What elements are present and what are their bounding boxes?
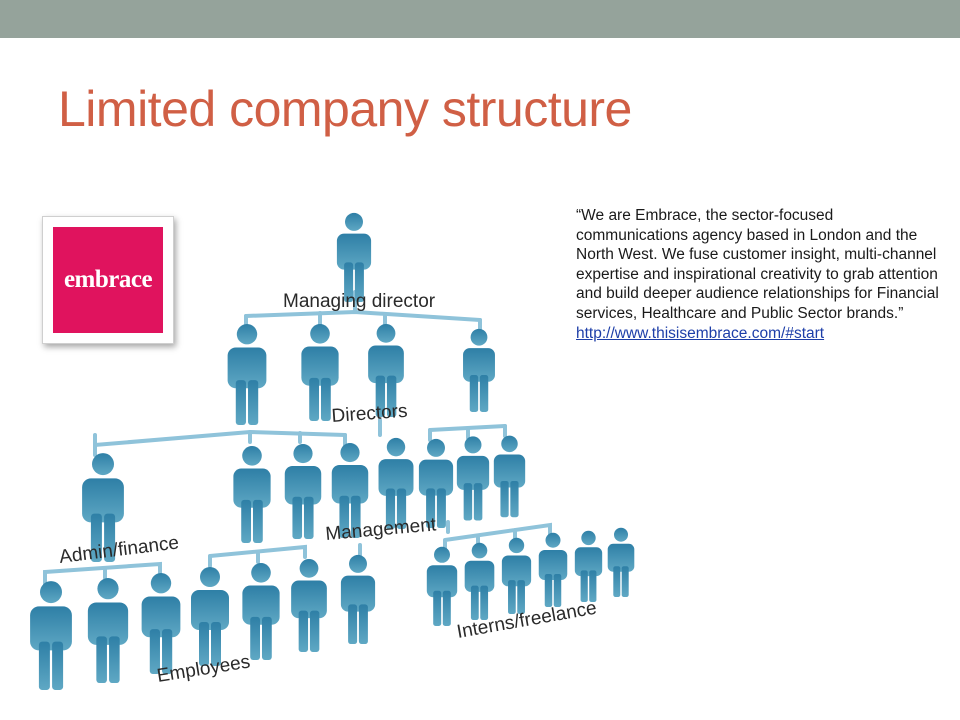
person-icon [291, 558, 327, 652]
person-icon [284, 443, 322, 539]
embrace-logo: embrace [42, 216, 174, 344]
person-icon [227, 324, 267, 425]
person-icon [336, 212, 372, 302]
person-icon [607, 527, 635, 597]
person-icon [87, 578, 129, 683]
person-icon [242, 562, 280, 660]
person-icon [426, 546, 458, 626]
person-icon [191, 567, 229, 666]
person-icon [574, 530, 603, 602]
person-icon [141, 573, 181, 674]
person-icon [493, 435, 526, 518]
person-icon [456, 436, 490, 521]
person-icon [463, 328, 495, 412]
person-icon [538, 532, 568, 607]
person-icon [233, 445, 271, 543]
embrace-link[interactable]: http://www.thisisembrace.com/#start [576, 324, 825, 342]
logo-text: embrace [63, 266, 153, 293]
top-bar [0, 0, 960, 38]
connector-lines [43, 290, 552, 587]
person-icon [378, 437, 414, 529]
slide-title: Limited company structure [58, 81, 632, 137]
person-icon [340, 554, 376, 644]
person-icon [30, 581, 72, 690]
label-managing-director: Managing director [283, 291, 436, 312]
org-chart: Managing director Directors Admin/financ… [30, 212, 635, 690]
logo-background: embrace [53, 227, 163, 333]
person-icon [464, 542, 495, 620]
quote-block: “We are Embrace, the sector-focused comm… [576, 206, 946, 343]
label-directors: Directors [331, 401, 408, 427]
quote-text: “We are Embrace, the sector-focused comm… [576, 207, 939, 322]
person-icon [501, 537, 532, 614]
